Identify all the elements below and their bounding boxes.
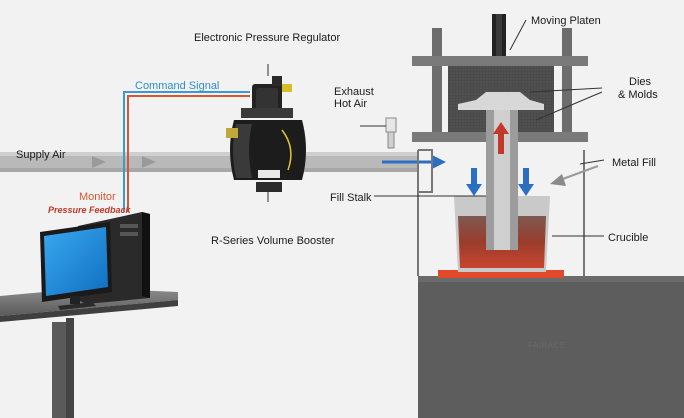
casting-machine [385,14,684,418]
label-monitor: Monitor [79,191,116,203]
solenoid-regulator-icon [241,76,293,118]
label-dies: Dies [629,76,652,88]
watermark-text: FAIRACE [528,341,566,350]
moving-platen [412,56,588,66]
tie-bar [562,28,572,142]
flow-chevron-icon [92,156,106,168]
pressure-feedback-line [127,95,250,212]
flow-chevron-icon [142,156,156,168]
metal-fill-arrow-icon [550,174,566,186]
label-supply-air: Supply Air [16,149,66,161]
supply-air-pipe [0,152,418,172]
label-and-molds: & Molds [618,89,658,101]
volume-booster-icon [226,120,306,192]
exhaust-valve-icon [385,117,397,133]
pressure-down-arrow-icon [518,184,534,196]
supply-air-flow-arrows [92,156,156,168]
label-moving-platen: Moving Platen [531,15,601,27]
label-metal-fill: Metal Fill [612,157,656,169]
label-pressure-feedback: Pressure Feedback [48,205,132,215]
label-hot-air: Hot Air [334,98,367,110]
heater-pad [438,270,564,278]
label-electronic-pressure-regulator: Electronic Pressure Regulator [194,32,340,44]
leader-lines [360,19,605,237]
computer-workstation-icon [0,212,178,418]
machine-base [418,276,684,418]
pressure-down-arrow-icon [466,184,482,196]
air-inlet-arrowhead-icon [432,155,446,169]
tie-bar [432,28,442,142]
metal-up-arrow-icon [493,122,509,134]
label-crucible: Crucible [608,232,648,244]
command-signal-line [123,91,250,212]
label-volume-booster: R-Series Volume Booster [211,235,335,247]
label-exhaust: Exhaust [334,86,374,98]
label-command-signal: Command Signal [135,80,219,92]
label-fill-stalk: Fill Stalk [330,192,372,204]
